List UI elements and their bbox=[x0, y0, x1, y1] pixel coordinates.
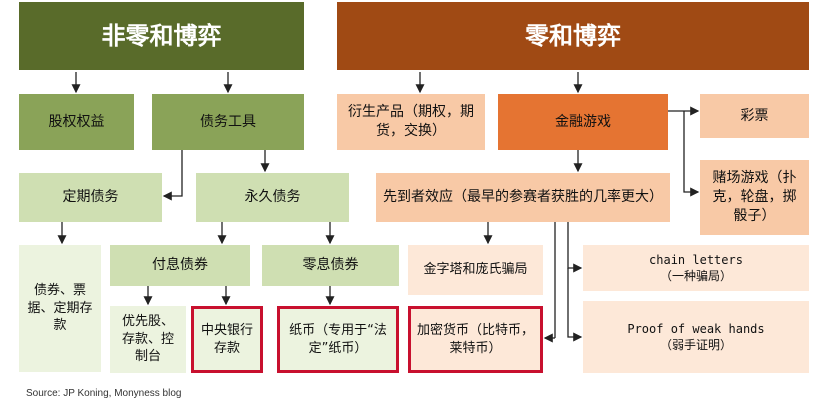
node-financial-games: 金融游戏 bbox=[498, 94, 668, 150]
arrow-to-casino bbox=[683, 111, 700, 197]
node-proof-of-weak-hands: Proof of weak hands （弱手证明） bbox=[583, 301, 809, 373]
node-lottery: 彩票 bbox=[700, 94, 809, 138]
node-perpetual-debt: 永久债务 bbox=[196, 173, 349, 222]
node-casino-games: 赌场游戏（扑克，轮盘，掷骰子） bbox=[700, 160, 809, 235]
node-central-bank-deposits: 中央银行存款 bbox=[191, 306, 263, 373]
node-first-mover-effect: 先到者效应（最早的参赛者获胜的几率更大） bbox=[376, 173, 670, 222]
header-zero-sum: 零和博弈 bbox=[337, 2, 809, 70]
node-interest-bearing-bonds: 付息债券 bbox=[110, 245, 250, 286]
proof-of-weak-hands-note: （弱手证明） bbox=[659, 338, 732, 352]
node-equity: 股权权益 bbox=[19, 94, 134, 150]
chain-letters-label: chain letters bbox=[649, 252, 743, 267]
node-bonds-notes-deposits: 债券、票据、定期存款 bbox=[19, 245, 101, 372]
arrow-to-proof-weak-hands bbox=[567, 268, 583, 342]
source-caption: Source: JP Koning, Monyness blog bbox=[26, 388, 182, 399]
proof-of-weak-hands-label: Proof of weak hands bbox=[627, 321, 765, 336]
node-chain-letters: chain letters （一种骗局） bbox=[583, 245, 809, 291]
node-zero-interest-bonds: 零息债券 bbox=[262, 245, 399, 286]
node-debt-instruments: 债务工具 bbox=[152, 94, 304, 150]
node-crypto: 加密货币（比特币，莱特币） bbox=[408, 306, 543, 373]
node-preferred-deposits-console: 优先股、存款、控制台 bbox=[110, 306, 186, 373]
node-fiat-paper-money: 纸币（专用于“法定”纸币） bbox=[277, 306, 399, 373]
node-term-debt: 定期债务 bbox=[19, 173, 162, 222]
node-pyramid-ponzi: 金字塔和庞氏骗局 bbox=[408, 245, 543, 295]
chain-letters-note: （一种骗局） bbox=[659, 269, 732, 283]
node-derivatives: 衍生产品（期权，期货，交换） bbox=[337, 94, 485, 150]
arrow-to-term-debt bbox=[162, 150, 183, 201]
arrow-to-chain-letters bbox=[567, 222, 583, 273]
header-non-zero-sum: 非零和博弈 bbox=[19, 2, 304, 70]
